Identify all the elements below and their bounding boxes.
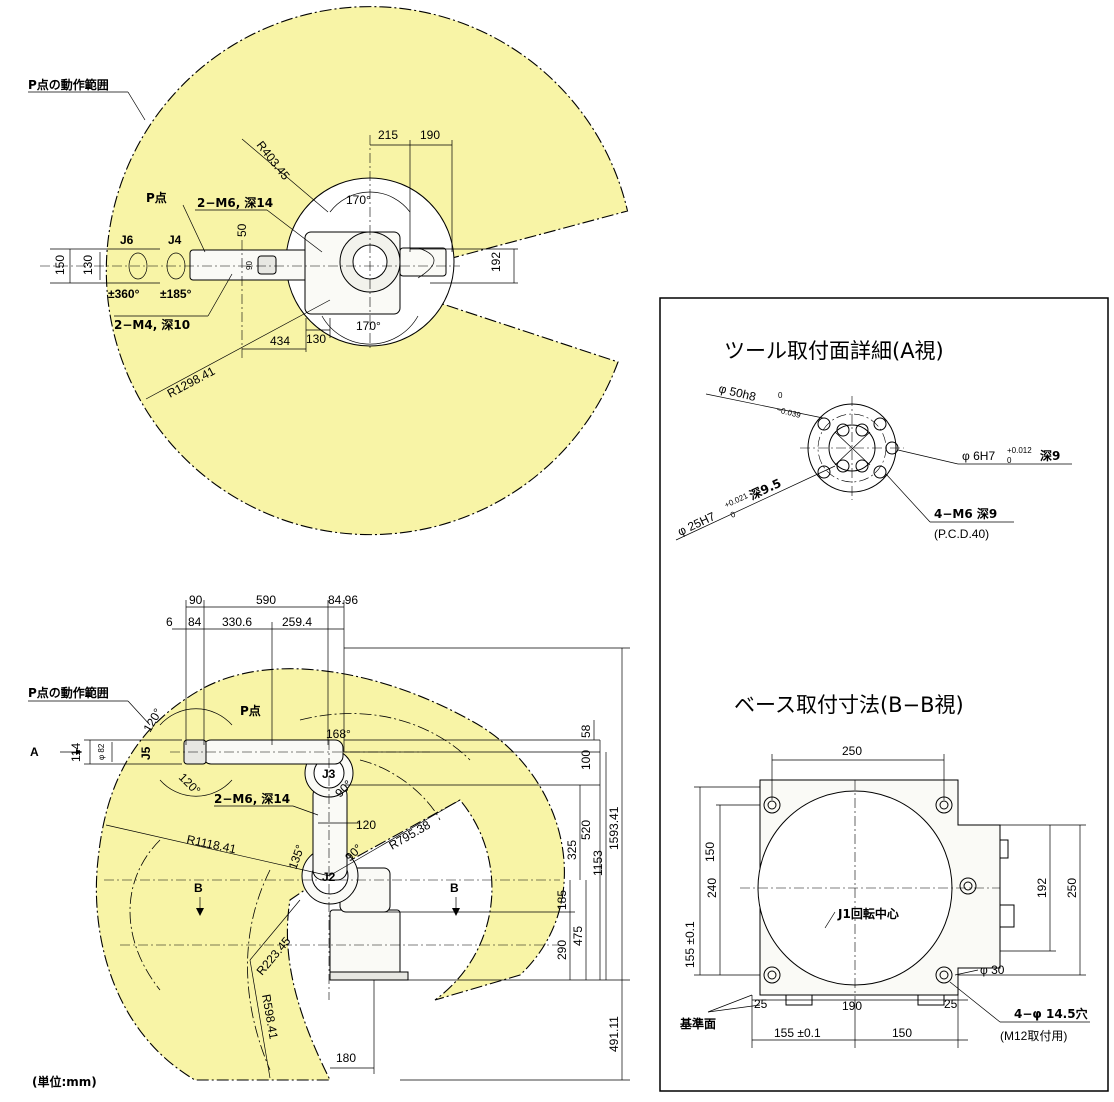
base-dim-240: 240 (705, 878, 719, 898)
top-pm185: ±185° (160, 287, 192, 301)
side-dim-491: 491.11 (607, 1016, 621, 1052)
side-b-left: B (194, 881, 203, 895)
side-motion-range-label: P点の動作範囲 (28, 685, 109, 700)
phi6-tol-lower: 0 (1007, 456, 1012, 465)
top-motion-range-label: P点の動作範囲 (28, 77, 109, 92)
top-j4-label: J4 (168, 233, 182, 247)
side-a-marker: A (30, 745, 39, 759)
base-detail-title: ベース取付寸法(B−B視) (734, 693, 964, 717)
side-j3-label: J3 (322, 767, 336, 781)
side-p-point: P点 (240, 703, 261, 718)
detail-panel: ツール取付面詳細(A視) φ 50h8 0 −0.039 φ (659, 297, 1109, 1092)
phi6-depth: 深9 (1040, 448, 1060, 463)
base-dim-25-left: 25 (754, 997, 768, 1011)
phi6-tol-upper: +0.012 (1007, 446, 1032, 455)
side-envelope-inner-1 (299, 713, 471, 761)
tool-pcd-label: (P.C.D.40) (934, 527, 989, 541)
top-dim-130-b: 130 (306, 332, 326, 346)
side-dim-90: 90 (189, 593, 203, 607)
tool-detail-title: ツール取付面詳細(A視) (724, 339, 944, 363)
top-dim-192: 192 (489, 252, 503, 272)
phi50-tol-upper: 0 (778, 391, 783, 400)
side-dim-259-4: 259.4 (282, 615, 312, 629)
base-dim-25-right: 25 (944, 997, 958, 1011)
top-cable (417, 247, 435, 279)
top-connector (399, 247, 447, 277)
base-dim-155-bottom: 155 ±0.1 (774, 1026, 821, 1040)
j1-center-label: J1回転中心 (837, 906, 899, 921)
side-j2-label: J2 (322, 870, 336, 884)
side-dim-58: 58 (579, 724, 593, 738)
side-dim-520: 520 (579, 820, 593, 840)
hole-label: 4−φ 14.5穴 (1014, 1006, 1088, 1021)
base-dim-192: 192 (1035, 878, 1049, 898)
top-dim-190: 190 (420, 128, 440, 142)
top-view: P点の動作範囲 R403.45 R1298.41 215 190 192 170… (28, 6, 629, 536)
base-dim-150: 150 (703, 842, 717, 862)
side-dim-185: 185 (555, 890, 569, 910)
side-dim-290: 290 (555, 940, 569, 960)
top-dim-50: 50 (235, 223, 249, 237)
top-angle-170-a: 170° (346, 193, 371, 207)
side-dim-1153: 1153 (591, 850, 605, 876)
base-dim-150-bottom: 150 (892, 1026, 912, 1040)
side-dim-330-6: 330.6 (222, 615, 252, 629)
tool-flange (800, 396, 904, 500)
base-dim-190: 190 (842, 999, 862, 1013)
side-b-right: B (450, 881, 459, 895)
side-dim-1593: 1593.41 (607, 806, 621, 850)
side-base-foot (329, 971, 409, 981)
side-dim-325: 325 (565, 840, 579, 860)
top-pm360: ±360° (108, 287, 140, 301)
side-m6-label: 2−M6, 深14 (214, 791, 290, 806)
side-dim-590: 590 (256, 593, 276, 607)
top-dim-215: 215 (378, 128, 398, 142)
top-m6-label: 2−M6, 深14 (197, 195, 273, 210)
side-j5-label: J5 (139, 746, 153, 760)
side-envelope-inner-3 (247, 869, 271, 1071)
side-motion-envelope (95, 668, 565, 1081)
datum-label: 基準面 (679, 1016, 716, 1031)
phi30-label: φ 30 (980, 963, 1005, 977)
top-angle-170-b: 170° (356, 319, 381, 333)
side-base (329, 909, 401, 979)
top-m4-label: 2−M4, 深10 (114, 317, 190, 332)
base-dim-250-right: 250 (1065, 878, 1079, 898)
side-dim-100: 100 (579, 750, 593, 770)
side-dim-180: 180 (336, 1051, 356, 1065)
tool-m6-label: 4−M6 深9 (934, 506, 997, 521)
side-dim-6: 6 (166, 615, 173, 629)
top-dim-90: 90 (245, 261, 254, 270)
side-dim-114: 114 (69, 743, 83, 762)
top-p-point: P点 (146, 190, 167, 205)
side-dim-84: 84 (188, 615, 202, 629)
side-dim-475: 475 (571, 926, 585, 946)
side-dim-84-96: 84.96 (328, 593, 358, 607)
j6-symbol (128, 252, 148, 280)
base-dim-250-top: 250 (842, 744, 862, 758)
side-angle-168: 168° (326, 727, 351, 741)
top-j6-label: J6 (120, 233, 134, 247)
side-envelope-inner-2 (129, 839, 161, 991)
side-view: 90 590 84.96 6 84 330.6 259.4 P点の動作範囲 12… (28, 593, 630, 1089)
side-dim-120: 120 (356, 818, 376, 832)
unit-label: (単位:mm) (32, 1074, 97, 1089)
top-dim-434: 434 (270, 334, 290, 348)
phi25-tol-lower: 0 (729, 510, 737, 520)
phi6-label: φ 6H7 (962, 449, 995, 463)
base-dim-155-tol: 155 ±0.1 (683, 921, 697, 968)
side-phi82: φ 82 (97, 743, 106, 760)
top-arm-end (257, 255, 277, 275)
top-dim-150: 150 (53, 255, 67, 275)
top-dim-130: 130 (81, 255, 95, 275)
m12-label: (M12取付用) (1000, 1029, 1067, 1043)
